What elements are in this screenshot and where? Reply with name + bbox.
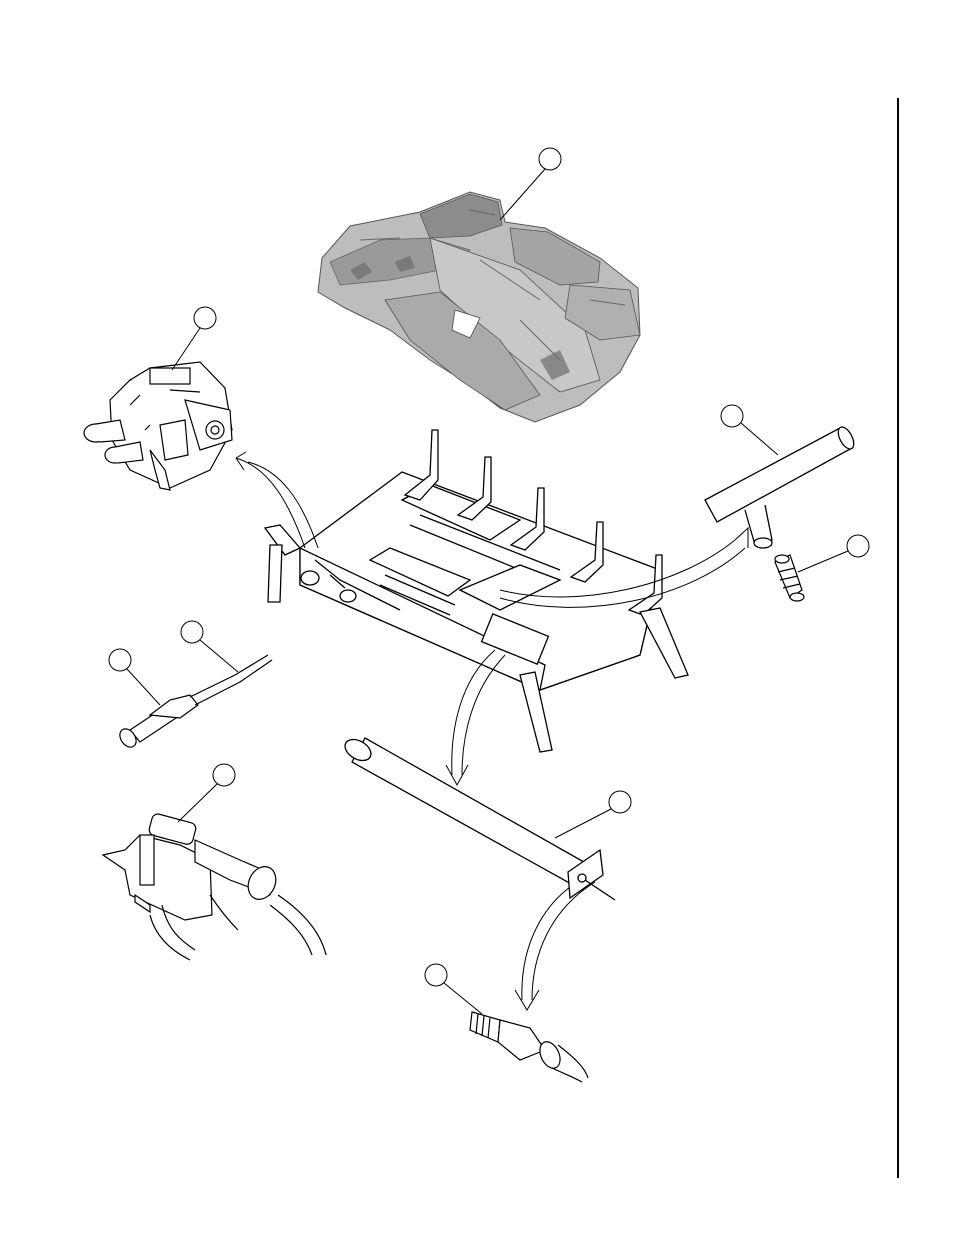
log-set-illustration — [318, 192, 640, 422]
gas-valve-illustration — [84, 362, 232, 490]
callout-logs — [500, 148, 561, 220]
orifice-illustration — [775, 555, 804, 601]
grate-burner-base — [265, 430, 688, 752]
callout-burner-tee — [721, 405, 778, 455]
callout-main-orifice — [425, 964, 482, 1014]
callout-gas-valve — [172, 307, 216, 370]
callout-burner-tube — [555, 791, 631, 838]
thermocouple-illustration — [117, 655, 272, 750]
burner-tube-illustration — [341, 735, 615, 900]
callout-thermocouple-tip — [109, 649, 160, 705]
pilot-assembly-illustration — [103, 813, 326, 960]
main-orifice-illustration — [470, 1012, 588, 1082]
callout-thermocouple-lead — [181, 621, 238, 672]
callout-pilot-assembly — [178, 764, 235, 822]
callout-orifice — [798, 535, 869, 572]
burner-tee-illustration — [705, 425, 857, 548]
